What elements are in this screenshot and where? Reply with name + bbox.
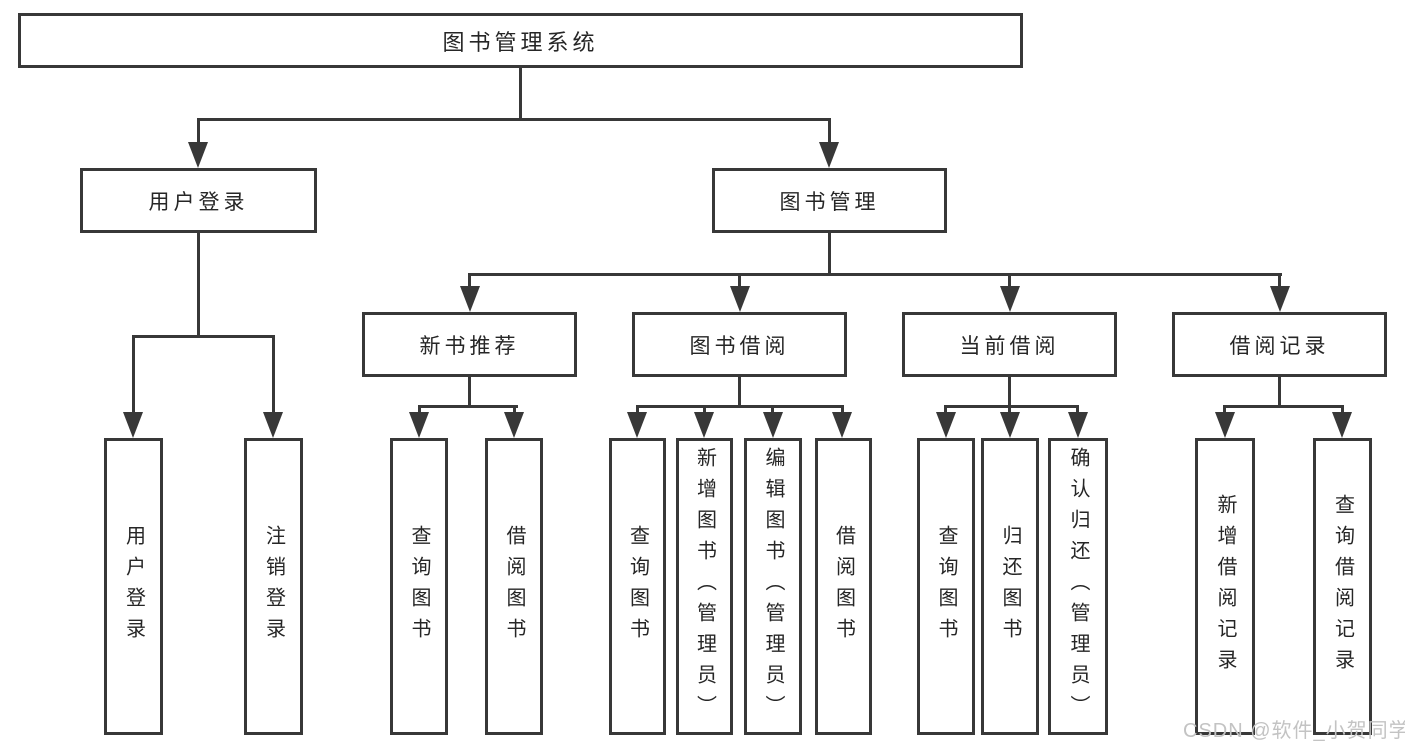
node-label: 图书管理 [779,190,880,214]
connector-drop-leaf-user-login [132,335,135,415]
connector-drop-book-mgmt [828,118,831,146]
node-new-books: 新书推荐 [362,312,577,377]
node-label: 查询图书 [935,524,957,649]
connector-userlogin-stem [197,231,200,338]
node-bb-borrow-books: 借阅图书 [815,438,872,735]
connector-bookborrow-stem [738,375,741,407]
arrowhead-bb-query [627,412,647,438]
connector-drop-bb-add [703,405,706,415]
arrowhead-bb-edit [763,412,783,438]
node-leaf-user-login: 用户登录 [104,438,163,735]
arrowhead-nb-query [409,412,429,438]
connector-bookmgmt-bus [468,273,1282,276]
node-bb-edit-books-admin: 编辑图书（管理员） [744,438,802,735]
arrowhead-cb-query [936,412,956,438]
connector-drop-current-borrow [1008,273,1011,289]
node-book-mgmt: 图书管理 [712,168,947,233]
arrowhead-book-mgmt [819,142,839,168]
connector-drop-user-login [197,118,200,146]
connector-newbooks-bus [418,405,518,408]
connector-drop-book-borrow [738,273,741,289]
connector-bookmgmt-stem [828,231,831,275]
arrowhead-new-books [460,286,480,312]
node-label: 新增借阅记录 [1214,493,1236,680]
node-label: 归还图书 [999,524,1021,649]
node-cb-return-books: 归还图书 [981,438,1039,735]
connector-drop-bb-edit [771,405,774,415]
node-label: 借阅图书 [832,524,855,649]
arrowhead-book-borrow [730,286,750,312]
node-label: 编辑图书（管理员） [762,447,784,726]
node-br-query-record: 查询借阅记录 [1313,438,1372,735]
node-label: 当前借阅 [959,334,1060,358]
node-current-borrow: 当前借阅 [902,312,1117,377]
connector-drop-borrow-records [1278,273,1281,289]
arrowhead-borrow-records [1270,286,1290,312]
node-label: 借阅记录 [1229,334,1330,358]
node-label: 借阅图书 [503,524,525,649]
node-borrow-records: 借阅记录 [1172,312,1387,377]
connector-drop-nb-query [418,405,421,415]
connector-drop-br-query [1341,405,1344,415]
connector-drop-new-books [468,273,471,289]
arrowhead-cb-return [1000,412,1020,438]
node-label: 查询借阅记录 [1331,493,1354,680]
connector-drop-nb-borrow [513,405,516,415]
arrowhead-leaf-user-login [123,412,143,438]
arrowhead-leaf-logout [263,412,283,438]
connector-drop-cb-return [1008,405,1011,415]
connector-borrowrecords-stem [1278,375,1281,407]
connector-drop-bb-query [636,405,639,415]
arrowhead-user-login [188,142,208,168]
node-nb-borrow-books: 借阅图书 [485,438,543,735]
connector-currentborrow-stem [1008,375,1011,407]
connector-newbooks-stem [468,375,471,407]
connector-currentborrow-bus [944,405,1079,408]
node-label: 查询图书 [408,524,430,649]
node-label: 用户登录 [122,524,145,649]
node-user-login: 用户登录 [80,168,317,233]
arrowhead-nb-borrow [504,412,524,438]
connector-drop-br-add [1223,405,1226,415]
node-br-add-record: 新增借阅记录 [1195,438,1255,735]
node-label: 图书管理系统 [442,29,599,55]
node-book-borrow: 图书借阅 [632,312,847,377]
arrowhead-bb-borrow [832,412,852,438]
arrowhead-br-query [1332,412,1352,438]
node-label: 注销登录 [262,524,285,649]
node-bb-add-books-admin: 新增图书（管理员） [676,438,733,735]
node-label: 新书推荐 [419,334,520,358]
node-leaf-logout: 注销登录 [244,438,303,735]
arrowhead-bb-add [694,412,714,438]
node-cb-confirm-return-admin: 确认归还（管理员） [1048,438,1108,735]
node-label: 新增图书（管理员） [693,447,716,726]
connector-root-bus [197,118,831,121]
connector-borrowrecords-bus [1223,405,1344,408]
csdn-watermark: CSDN @软件_小贺同学 [1183,720,1405,742]
arrowhead-br-add [1215,412,1235,438]
connector-bookborrow-bus [636,405,844,408]
arrowhead-current-borrow [1000,286,1020,312]
arrowhead-cb-confirm [1068,412,1088,438]
connector-userlogin-bus [132,335,275,338]
node-label: 确认归还（管理员） [1067,447,1089,726]
connector-drop-leaf-logout [272,335,275,415]
connector-drop-bb-borrow [841,405,844,415]
connector-drop-cb-query [944,405,947,415]
node-label: 用户登录 [148,190,249,214]
node-bb-query-books: 查询图书 [609,438,666,735]
node-root-library-system: 图书管理系统 [18,13,1023,68]
node-label: 图书借阅 [689,334,790,358]
node-nb-query-books: 查询图书 [390,438,448,735]
node-label: 查询图书 [626,524,649,649]
connector-drop-cb-confirm [1076,405,1079,415]
node-cb-query-books: 查询图书 [917,438,975,735]
connector-root-stem [519,66,522,120]
